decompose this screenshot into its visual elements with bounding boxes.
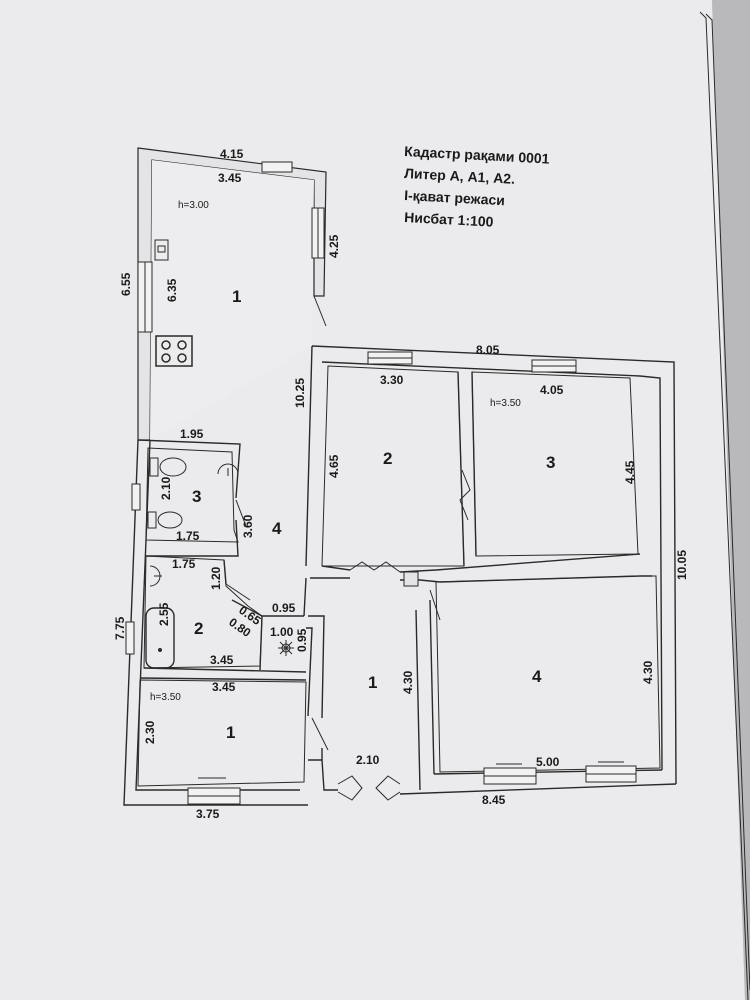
dim-100: 1.00	[270, 625, 294, 639]
outer-wall-left	[123, 439, 308, 806]
dim-405: 4.05	[540, 383, 564, 397]
door-room-4	[429, 589, 441, 621]
room-label-bottom-1: 1	[226, 723, 235, 742]
room-label-bath-3: 3	[192, 487, 201, 506]
boiler-icon	[278, 640, 294, 656]
dim-345-low: 3.45	[212, 680, 236, 694]
dim-345-mid: 3.45	[210, 653, 234, 667]
room-label-3: 3	[546, 453, 555, 472]
toilet-icon	[149, 457, 187, 477]
sink-icon	[154, 239, 169, 261]
window-top	[261, 161, 293, 173]
title-cadastre: Кадастр рақами 0001	[404, 143, 550, 167]
dim-230: 2.30	[143, 720, 157, 744]
bathtub-icon	[145, 607, 175, 669]
dim-375: 3.75	[196, 807, 220, 821]
dim-175-b: 1.75	[172, 557, 196, 571]
dim-415: 4.15	[220, 147, 244, 161]
room-label-wc-2: 2	[194, 619, 203, 638]
dim-655: 6.55	[119, 272, 133, 296]
height-top: h=3.00	[178, 200, 209, 211]
height-bottom: h=3.50	[150, 692, 181, 703]
dim-175-a: 1.75	[176, 529, 200, 543]
dim-425: 4.25	[327, 234, 341, 258]
door-room-2-3	[459, 469, 471, 521]
stove-icon	[155, 335, 193, 367]
sink-bath-3-icon	[217, 463, 239, 476]
dim-445: 4.45	[623, 460, 637, 484]
dim-1025: 10.25	[293, 378, 307, 408]
door-kitchen	[313, 295, 327, 327]
dim-465: 4.65	[327, 454, 341, 478]
dim-845: 8.45	[482, 793, 506, 807]
dim-345-top: 3.45	[218, 171, 242, 185]
outer-wall-bottom-right	[399, 783, 677, 795]
dim-1005: 10.05	[675, 550, 689, 580]
room-label-2: 2	[383, 449, 392, 468]
dim-500: 5.00	[536, 755, 560, 769]
door-room-2	[349, 561, 401, 573]
frame-border	[699, 11, 749, 1000]
bottom-room-1	[137, 679, 307, 787]
door-bath-3	[235, 499, 247, 527]
dim-120: 1.20	[209, 566, 223, 590]
wall-mid-upper	[311, 345, 677, 785]
room-label-corridor-4: 4	[272, 519, 282, 538]
wall-mid-upper-in	[321, 361, 663, 771]
sink-bath-2-icon	[149, 565, 162, 587]
frame-border-inner	[705, 13, 750, 991]
title-block: Кадастр рақами 0001 Литер А, А1, А2. І-қ…	[404, 143, 550, 230]
dim-210-v: 2.10	[159, 476, 173, 500]
kitchen-room-1	[150, 160, 314, 440]
bidet-icon	[147, 511, 183, 529]
dim-095-h: 0.95	[272, 601, 296, 615]
door-hall-room-1	[311, 717, 329, 751]
room-label-4: 4	[532, 667, 542, 686]
room-4	[435, 575, 661, 773]
dim-195: 1.95	[180, 427, 204, 441]
dim-210-h: 2.10	[356, 753, 380, 767]
inner-wall-left	[135, 439, 300, 791]
height-right: h=3.50	[490, 398, 521, 409]
dim-330: 3.30	[380, 373, 404, 387]
bath-room-3	[145, 447, 239, 543]
dim-095-v: 0.95	[295, 628, 309, 652]
dim-430-mid: 4.30	[401, 670, 415, 694]
dim-775: 7.75	[113, 616, 127, 640]
dim-430-right: 4.30	[641, 660, 655, 684]
room-label-hall-1: 1	[368, 673, 377, 692]
title-scale: Нисбат 1:100	[404, 209, 494, 230]
entrance-door	[337, 775, 401, 801]
title-liter: Литер А, А1, А2.	[404, 165, 516, 187]
dim-635: 6.35	[165, 278, 179, 302]
dim-255: 2.55	[157, 602, 171, 626]
room-label-top-1: 1	[232, 287, 241, 306]
dim-360: 3.60	[241, 514, 255, 538]
title-floor: І-қават режаси	[404, 187, 505, 208]
dim-805: 8.05	[476, 343, 500, 357]
door-bath-2	[225, 583, 251, 601]
